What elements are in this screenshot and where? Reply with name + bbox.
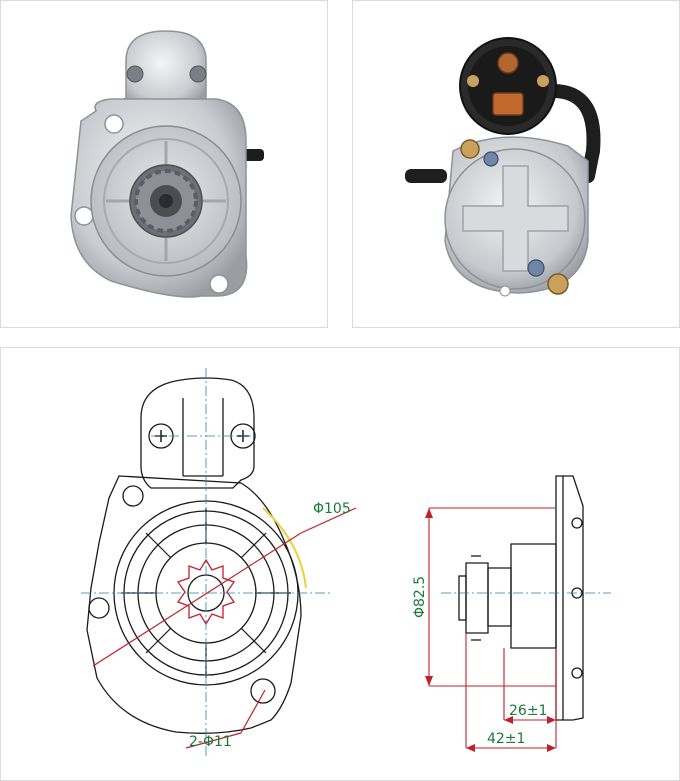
side-elevation: [458, 475, 584, 721]
dimension-drawing: Φ105 2-Φ11: [81, 368, 611, 758]
dim-nose-length: 42±1: [487, 731, 525, 747]
starter-rear-illustration: [405, 37, 601, 297]
dim-pilot-diameter: Φ82.5: [412, 576, 428, 618]
starter-front-illustration: [70, 30, 264, 298]
technical-drawing: Φ105 2-Φ11: [0, 347, 680, 781]
dim-outer-diameter: Φ105: [313, 501, 351, 517]
photo-front-view: [0, 0, 328, 328]
front-elevation: [86, 377, 302, 734]
dim-pinion-offset: 26±1: [509, 703, 547, 719]
dim-mounting-holes: 2-Φ11: [189, 734, 232, 750]
photo-rear-view: [352, 0, 680, 328]
